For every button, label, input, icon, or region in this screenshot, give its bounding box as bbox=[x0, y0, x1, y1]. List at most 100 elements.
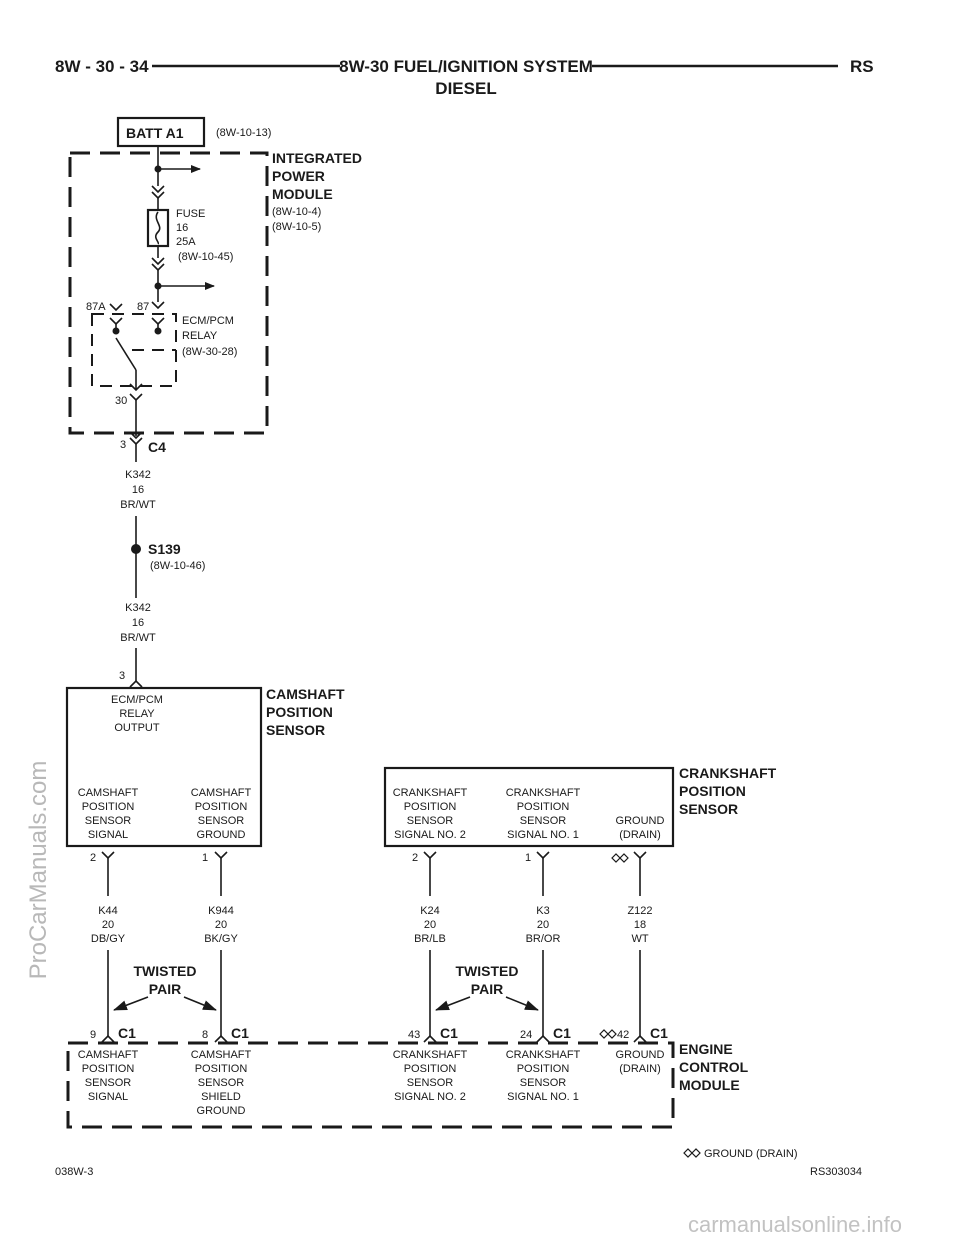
camshaft-position-sensor-box bbox=[65, 686, 263, 848]
s139-splice-dot bbox=[131, 544, 141, 554]
ipm-outline bbox=[68, 151, 269, 435]
c1-pin-8-connector bbox=[214, 1034, 228, 1043]
ipm-name-3: MODULE bbox=[272, 186, 333, 202]
ipm-ref-1: (8W-10-4) bbox=[272, 206, 321, 218]
fuse-connector-top bbox=[151, 185, 165, 200]
crankshaft-position-sensor-box bbox=[383, 766, 675, 848]
ckp-name-2: POSITION bbox=[679, 783, 746, 799]
twisted-pair-arrow-left-2 bbox=[435, 996, 471, 1011]
model-code: RS bbox=[850, 57, 874, 76]
ckp-drain-1: GROUND bbox=[616, 815, 665, 827]
k44-color: DB/GY bbox=[91, 933, 126, 945]
k342-bottom-gauge: 16 bbox=[132, 617, 144, 629]
c4-connector bbox=[129, 431, 143, 440]
ecm-ckp-sig2-2: POSITION bbox=[404, 1063, 457, 1075]
pin-87-connector bbox=[151, 301, 165, 310]
ecm-cmp-shield-3: SENSOR bbox=[198, 1077, 245, 1089]
engine-control-module-outline bbox=[66, 1041, 675, 1129]
k944-color: BK/GY bbox=[204, 933, 238, 945]
cmp-relay-output-1: ECM/PCM bbox=[111, 694, 163, 706]
ecm-ckp-sig2-4: SIGNAL NO. 2 bbox=[394, 1091, 466, 1103]
relay-name-1: ECM/PCM bbox=[182, 315, 234, 327]
c4-pin: 3 bbox=[120, 439, 126, 451]
c1-pin-24-connector bbox=[536, 1034, 550, 1043]
ecm-cmp-shield-1: CAMSHAFT bbox=[191, 1049, 252, 1061]
cmp-pin-2: 2 bbox=[90, 852, 96, 864]
relay-switch-arm bbox=[115, 337, 137, 371]
cmp-signal-2: POSITION bbox=[82, 801, 135, 813]
cmp-ground-4: GROUND bbox=[197, 829, 246, 841]
k342-top-gauge: 16 bbox=[132, 484, 144, 496]
ckp-sig1-4: SIGNAL NO. 1 bbox=[507, 829, 579, 841]
ckp-sig2-1: CRANKSHAFT bbox=[393, 787, 468, 799]
ipm-name-1: INTEGRATED bbox=[272, 150, 362, 166]
ecm-ckp-sig1-3: SENSOR bbox=[520, 1077, 567, 1089]
contact-87a-dot bbox=[112, 327, 120, 335]
k3-circuit: K3 bbox=[536, 905, 549, 917]
c1-pin-9-connector bbox=[101, 1034, 115, 1043]
z122-circuit: Z122 bbox=[627, 905, 652, 917]
pin-30-connector bbox=[129, 393, 143, 402]
batt-ref: (8W-10-13) bbox=[216, 127, 271, 139]
k342-bottom-color: BR/WT bbox=[120, 632, 156, 644]
ecm-ckp-sig1-1: CRANKSHAFT bbox=[506, 1049, 581, 1061]
fuse-number: 16 bbox=[176, 222, 188, 234]
c1-label-5: C1 bbox=[650, 1025, 668, 1041]
ecm-ckp-sig1-4: SIGNAL NO. 1 bbox=[507, 1091, 579, 1103]
ckp-name-1: CRANKSHAFT bbox=[679, 765, 777, 781]
c1-pin-43: 43 bbox=[408, 1029, 420, 1041]
s139-label: S139 bbox=[148, 541, 181, 557]
cmp-pin-1-connector bbox=[214, 851, 228, 860]
c4-label: C4 bbox=[148, 439, 166, 455]
fuse-label: FUSE bbox=[176, 208, 205, 220]
legend-ground-drain: GROUND (DRAIN) bbox=[704, 1148, 798, 1160]
k944-gauge: 20 bbox=[215, 919, 227, 931]
ckp-pin-2: 2 bbox=[412, 852, 418, 864]
batt-box bbox=[116, 116, 206, 148]
page-code: 8W - 30 - 34 bbox=[55, 57, 149, 76]
ecm-cmp-signal-2: POSITION bbox=[82, 1063, 135, 1075]
k24-circuit: K24 bbox=[420, 905, 440, 917]
c1-label-3: C1 bbox=[440, 1025, 458, 1041]
k24-color: BR/LB bbox=[414, 933, 446, 945]
ckp-sig2-3: SENSOR bbox=[407, 815, 454, 827]
batt-label: BATT A1 bbox=[126, 125, 184, 141]
ckp-drain-2: (DRAIN) bbox=[619, 829, 661, 841]
ecm-cmp-signal-3: SENSOR bbox=[85, 1077, 132, 1089]
ecm-ckp-sig2-1: CRANKSHAFT bbox=[393, 1049, 468, 1061]
c1-pin-42-connector bbox=[633, 1034, 647, 1043]
ecm-drain-1: GROUND bbox=[616, 1049, 665, 1061]
ckp-drain-connector bbox=[633, 851, 647, 860]
k3-color: BR/OR bbox=[526, 933, 561, 945]
k342-top-color: BR/WT bbox=[120, 499, 156, 511]
cmp-pin-3: 3 bbox=[119, 670, 125, 682]
k44-gauge: 20 bbox=[102, 919, 114, 931]
ckp-sig2-4: SIGNAL NO. 2 bbox=[394, 829, 466, 841]
twisted-pair-ckp-2: PAIR bbox=[471, 981, 503, 997]
ecm-cmp-shield-5: GROUND bbox=[197, 1105, 246, 1117]
footer-right-code: RS303034 bbox=[810, 1166, 862, 1178]
ecm-name-2: CONTROL bbox=[679, 1059, 749, 1075]
fuse-ref: (8W-10-45) bbox=[178, 251, 233, 263]
k342-bottom-circuit: K342 bbox=[125, 602, 151, 614]
fuse-connector-bottom bbox=[151, 257, 165, 272]
ecm-cmp-signal-1: CAMSHAFT bbox=[78, 1049, 139, 1061]
pin-87a-connector bbox=[109, 303, 123, 312]
cmp-pin-1: 1 bbox=[202, 852, 208, 864]
ckp-sig1-2: POSITION bbox=[517, 801, 570, 813]
ecm-name-3: MODULE bbox=[679, 1077, 740, 1093]
cmp-signal-3: SENSOR bbox=[85, 815, 132, 827]
cmp-ground-1: CAMSHAFT bbox=[191, 787, 252, 799]
twisted-pair-cmp-1: TWISTED bbox=[134, 963, 197, 979]
watermark-bottom: carmanualsonline.info bbox=[688, 1212, 902, 1237]
ecm-ckp-sig2-3: SENSOR bbox=[407, 1077, 454, 1089]
s139-ref: (8W-10-46) bbox=[150, 560, 205, 572]
cmp-relay-output-2: RELAY bbox=[119, 708, 155, 720]
relay-pin-87a: 87A bbox=[86, 301, 106, 313]
ecm-cmp-signal-4: SIGNAL bbox=[88, 1091, 128, 1103]
k24-gauge: 20 bbox=[424, 919, 436, 931]
relay-pin-30: 30 bbox=[115, 395, 127, 407]
cmp-ground-2: POSITION bbox=[195, 801, 248, 813]
cmp-signal-4: SIGNAL bbox=[88, 829, 128, 841]
